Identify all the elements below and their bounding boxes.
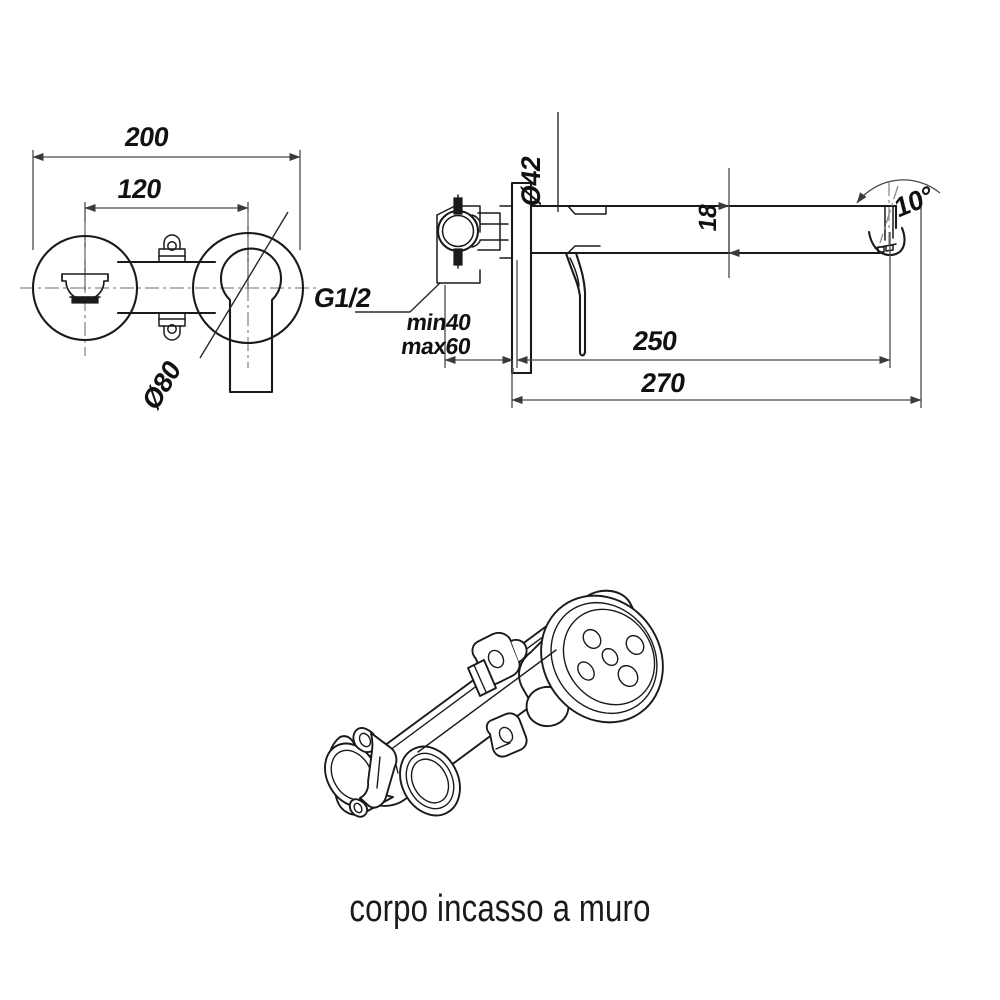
min-40-label: min40 <box>405 309 473 335</box>
angle-10-label: 10° <box>892 179 936 224</box>
angle-10-degrees <box>856 179 941 245</box>
dimension-250 <box>516 232 891 368</box>
mounting-bracket-upper <box>158 234 186 263</box>
mounting-bracket-lower <box>158 312 186 341</box>
dim-120-label: 120 <box>116 173 164 204</box>
diameter-80-label: Ø80 <box>136 354 186 416</box>
dimension-200 <box>32 150 301 250</box>
wall-plate <box>510 181 533 375</box>
bracket-small <box>485 712 528 758</box>
cartridge-ports <box>577 628 645 688</box>
inlet-clamp <box>324 726 399 818</box>
thread-g12-label: G1/2 <box>312 282 373 313</box>
spout-escutcheon <box>31 234 139 342</box>
max-60-label: max60 <box>400 333 473 359</box>
dimension-min40-max60 <box>444 285 514 373</box>
front-elevation-view: 200 120 Ø80 <box>20 121 318 416</box>
isometric-rough-in-body-view <box>324 589 664 818</box>
mixer-escutcheon <box>191 231 305 345</box>
tube-highlight-edges <box>417 649 557 753</box>
dim-200-label: 200 <box>123 121 171 152</box>
aerator-detail <box>61 273 109 304</box>
lever-handle <box>219 247 283 394</box>
dimension-270 <box>511 196 922 408</box>
bracket-mid <box>467 631 528 697</box>
dim-270-label: 270 <box>639 367 687 398</box>
outlet-ring <box>399 745 461 817</box>
wall-bracket <box>436 194 513 284</box>
side-elevation-view: G1/2 min40 max60 Ø42 18 250 270 10° <box>312 112 941 408</box>
mixer-lever-side <box>564 251 587 357</box>
diameter-80-leader <box>199 211 289 359</box>
diameter-42-label: Ø42 <box>515 154 546 208</box>
aerator <box>867 205 906 256</box>
dim-18-label: 18 <box>694 202 722 233</box>
drawing-caption: corpo incasso a muro <box>349 888 651 930</box>
cartridge-face <box>540 594 664 724</box>
spout-body <box>529 204 898 255</box>
thread-g12-leader <box>355 282 441 313</box>
dim-250-label: 250 <box>631 325 679 356</box>
dimension-120 <box>84 202 249 290</box>
